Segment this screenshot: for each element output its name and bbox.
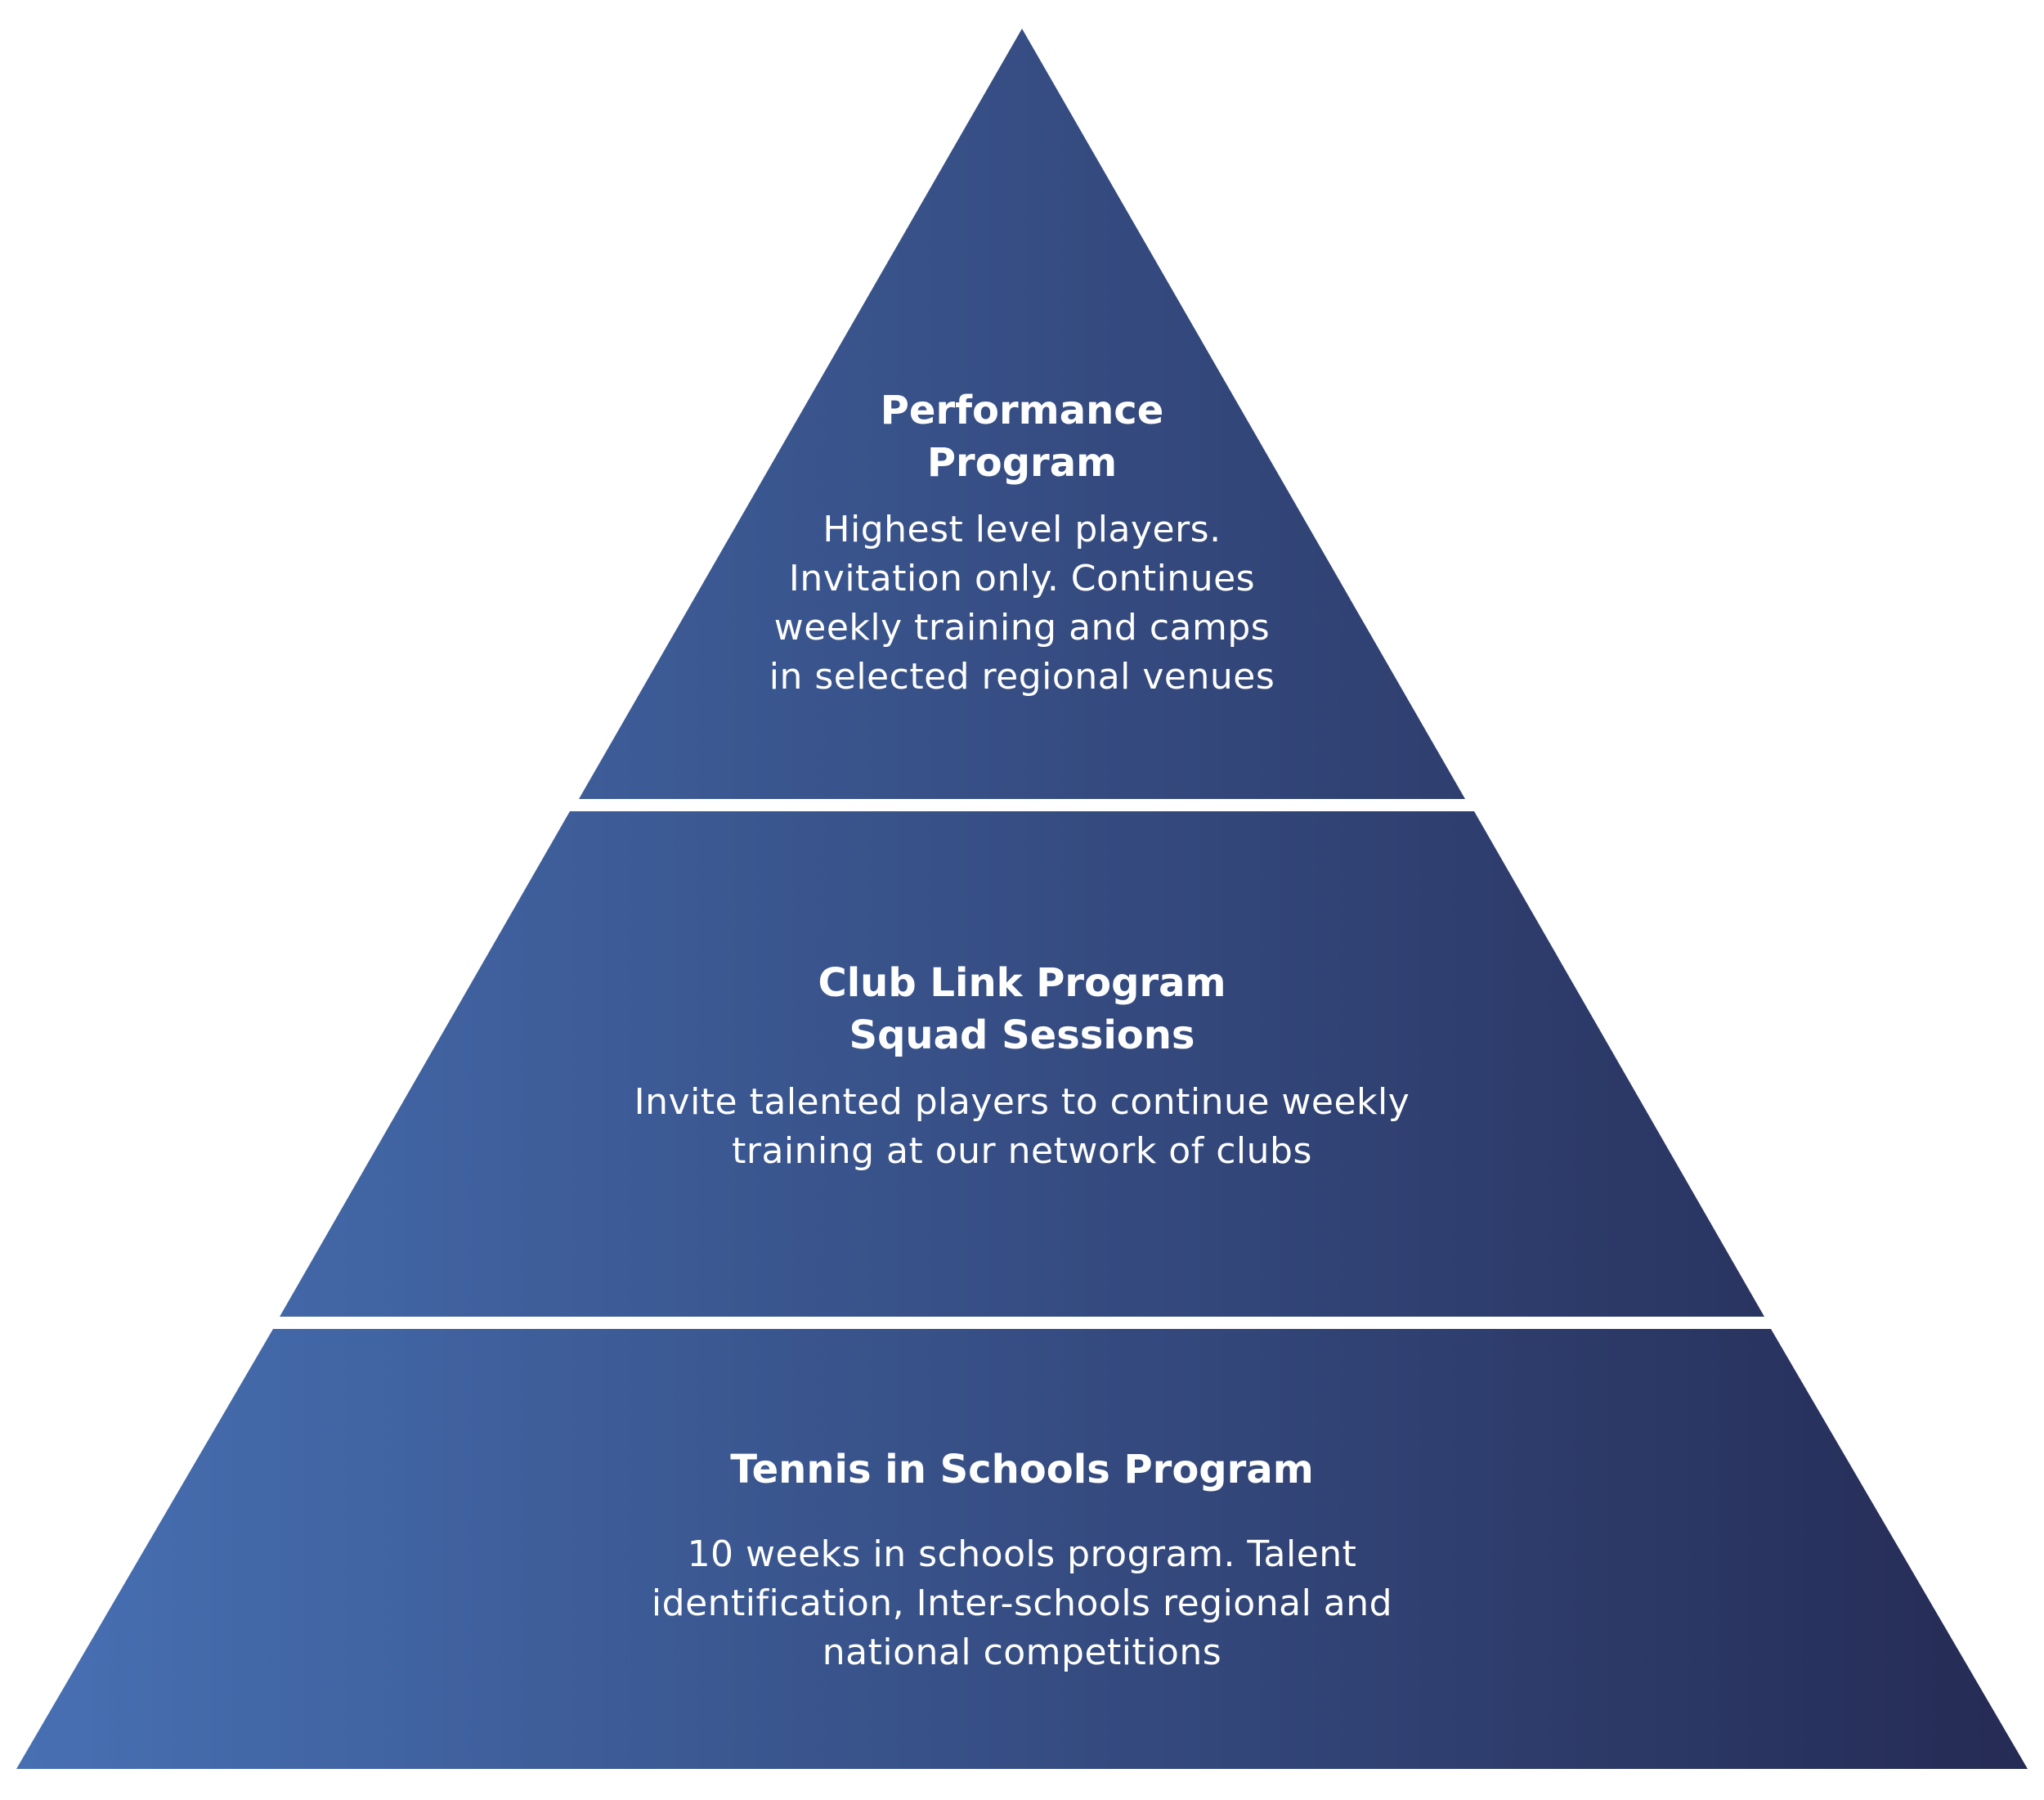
tier-schools: Tennis in Schools Program 10 weeks in sc… — [0, 1443, 2044, 1677]
tier-title: Performance Program — [0, 384, 2044, 489]
pyramid-tier-middle — [280, 811, 1764, 1317]
title-line: Performance — [880, 388, 1164, 433]
desc-line: 10 weeks in schools program. Talent — [687, 1533, 1357, 1575]
pyramid-tier-top — [579, 29, 1465, 799]
desc-line: training at our network of clubs — [732, 1130, 1312, 1172]
tier-club-link: Club Link Program Squad Sessions Invite … — [0, 957, 2044, 1176]
tier-title: Tennis in Schools Program — [0, 1443, 2044, 1496]
desc-line: national competitions — [822, 1632, 1222, 1673]
title-line: Club Link Program — [818, 960, 1226, 1006]
desc-line: Invite talented players to continue week… — [634, 1081, 1410, 1123]
desc-line: Highest level players. — [823, 509, 1221, 550]
pyramid-tier-bottom — [16, 1329, 2028, 1769]
desc-line: identification, Inter-schools regional a… — [651, 1582, 1393, 1624]
desc-line: Invitation only. Continues — [788, 558, 1256, 599]
desc-line: in selected regional venues — [769, 656, 1275, 698]
tier-title: Club Link Program Squad Sessions — [0, 957, 2044, 1062]
title-line: Program — [926, 440, 1118, 486]
desc-line: weekly training and camps — [773, 607, 1271, 649]
title-line: Tennis in Schools Program — [730, 1447, 1314, 1493]
tier-description: Invite talented players to continue week… — [0, 1078, 2044, 1176]
tier-description: Highest level players. Invitation only. … — [0, 505, 2044, 702]
tier-description: 10 weeks in schools program. Talent iden… — [0, 1530, 2044, 1677]
title-line: Squad Sessions — [849, 1012, 1195, 1058]
tier-performance: Performance Program Highest level player… — [0, 384, 2044, 702]
